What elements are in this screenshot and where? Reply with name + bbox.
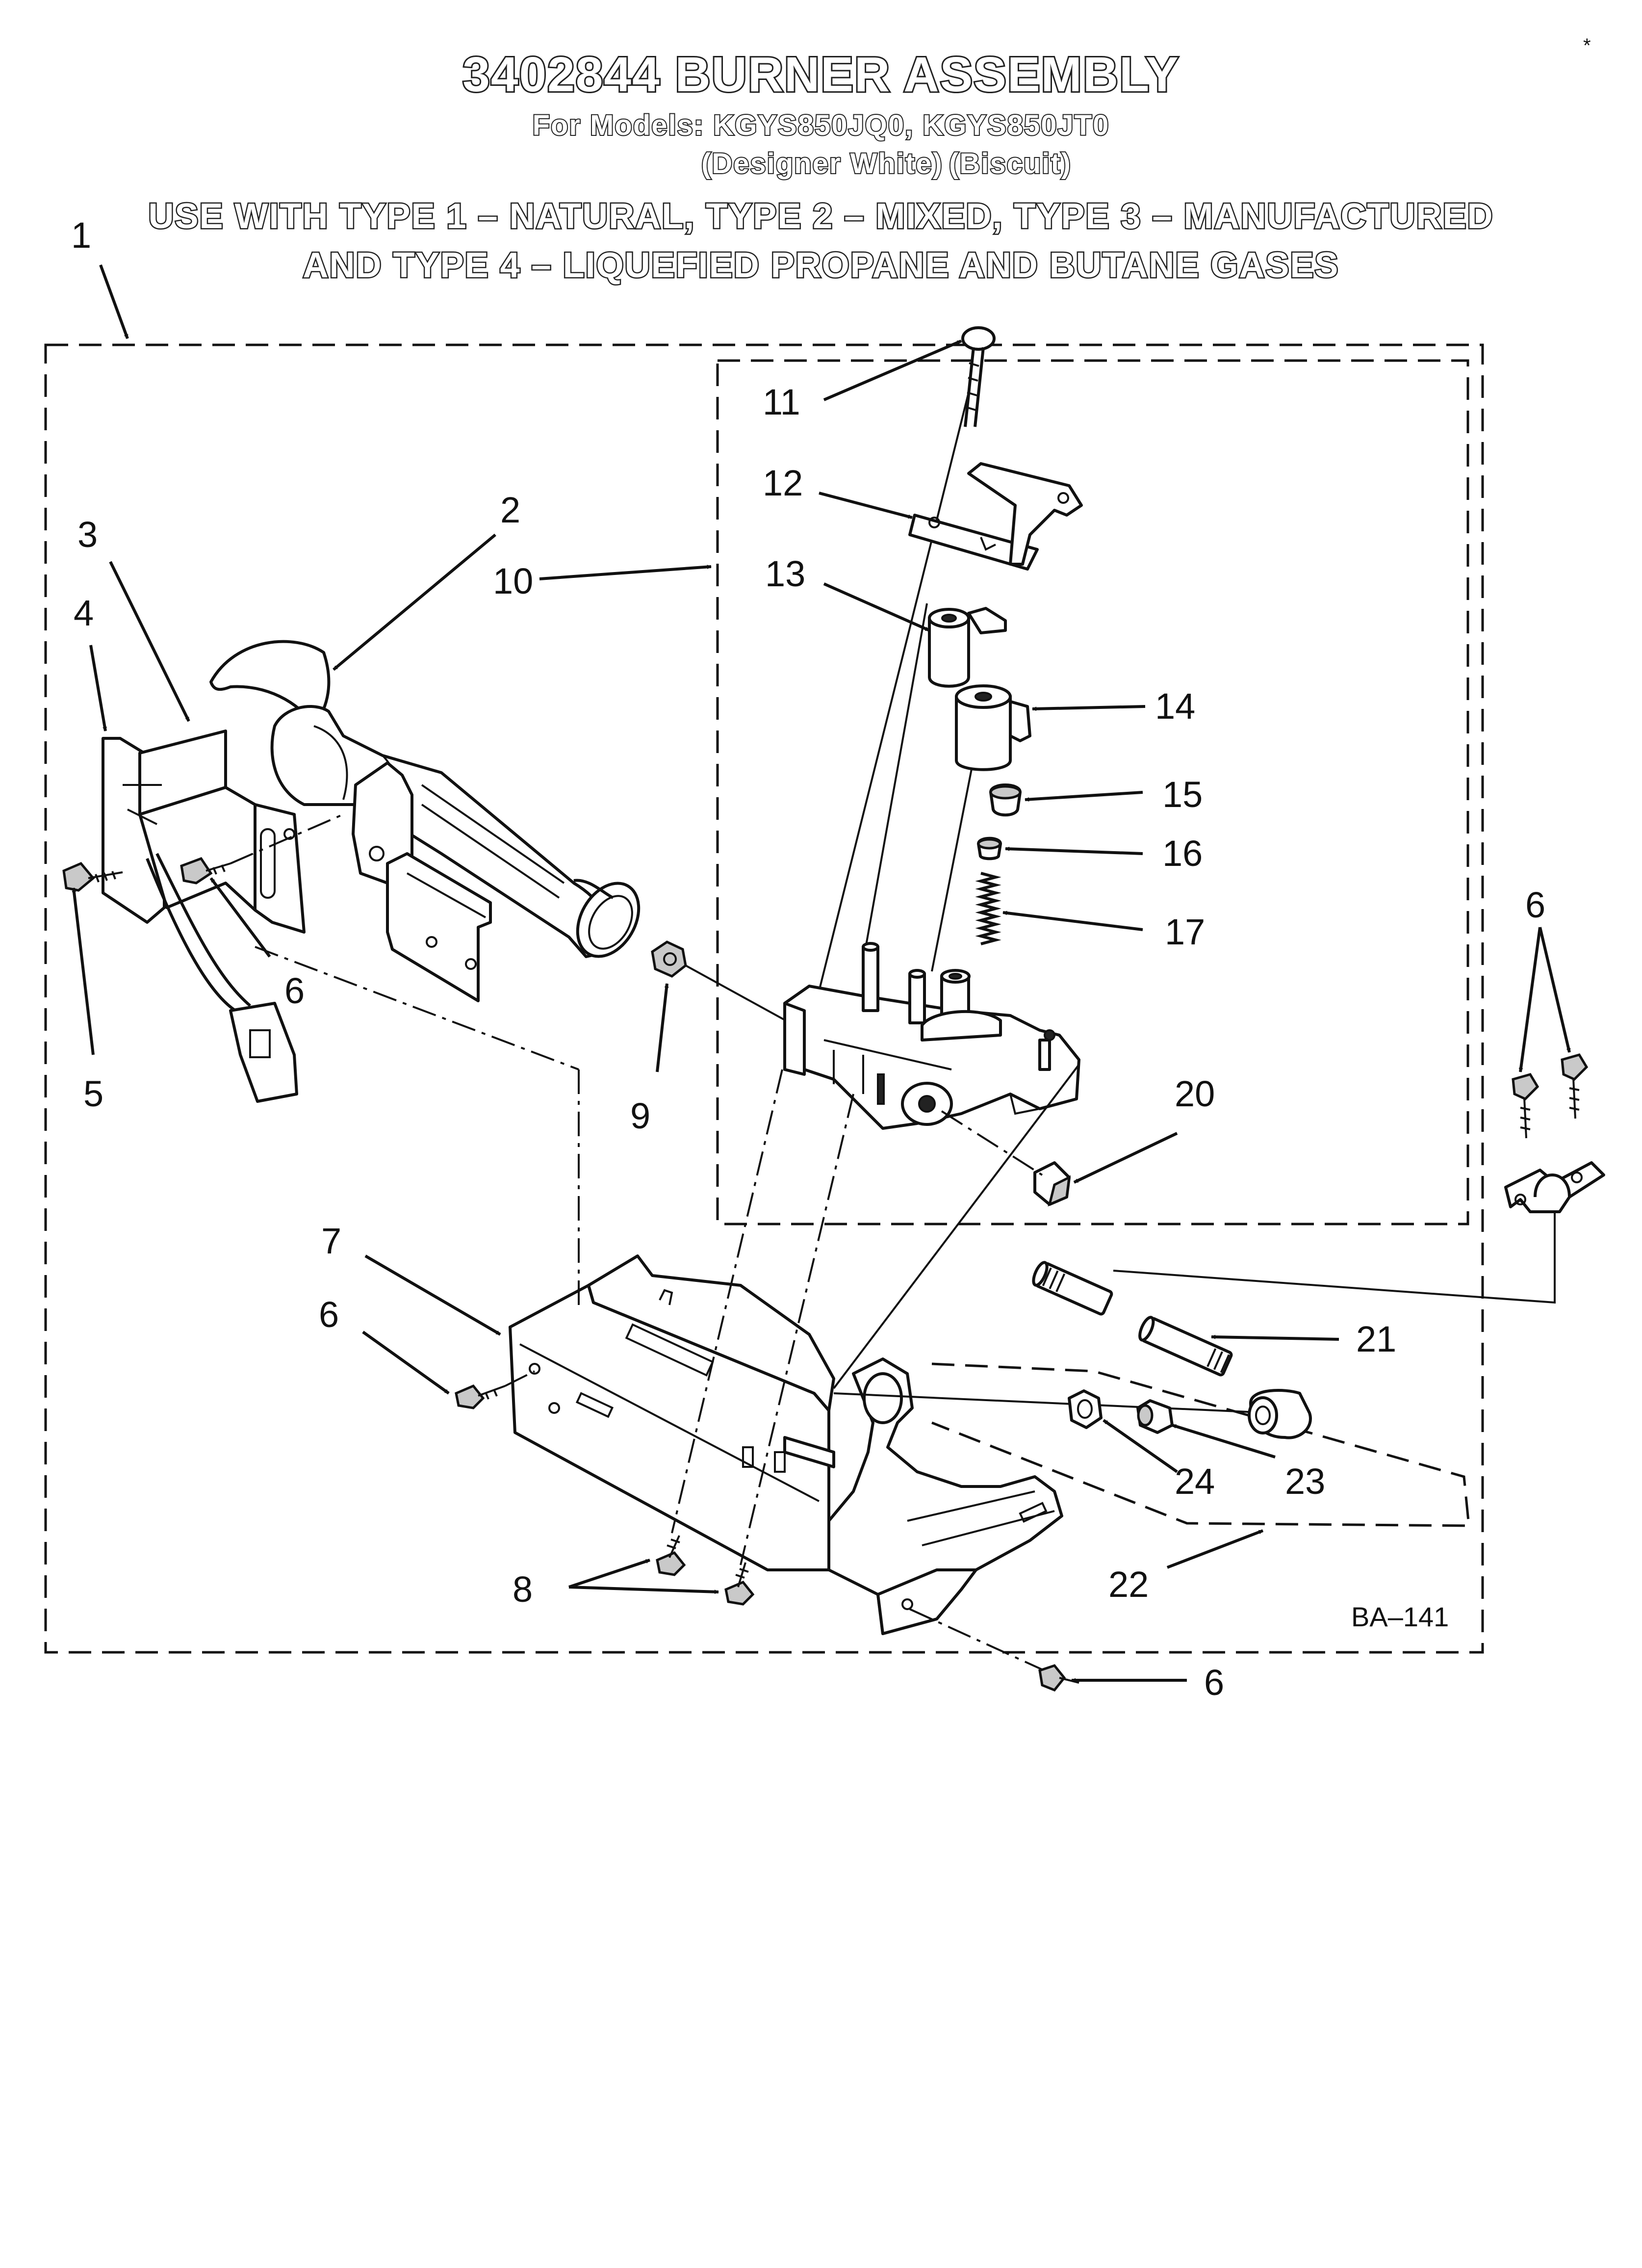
igniter-bracket [102,730,306,1103]
callout-4: 4 [74,593,94,633]
inlet-fitting-20 [1033,1161,1071,1207]
gas-type-line-1: USE WITH TYPE 1 – NATURAL, TYPE 2 – MIXE… [147,196,1494,237]
color-designer-white: (Designer White) [700,147,943,181]
nut-24 [1068,1389,1103,1429]
screw-6-bracket-left [455,1384,506,1409]
callout-10: 10 [493,561,533,601]
heat-shield [386,852,492,1002]
orifice-nut-9 [651,940,687,978]
gas-type-line-2: AND TYPE 4 – LIQUEFIED PROPANE AND BUTAN… [302,245,1339,287]
callout-15: 15 [1162,774,1203,815]
figure-code: BA–141 [1351,1601,1449,1632]
plunger-16 [977,836,1002,860]
pipe-clamp [1504,1161,1605,1213]
callout-5: 5 [83,1073,103,1114]
valve-assembly-boundary [716,359,1469,1225]
screw-6-clamp-right [1561,1053,1589,1119]
callout-6-bracket: 6 [284,970,305,1011]
callout-3: 3 [77,514,98,555]
valve-bracket-22 [827,1357,1063,1635]
callout-22: 22 [1108,1564,1149,1605]
callout-8: 8 [513,1569,533,1610]
callout-7: 7 [321,1221,341,1261]
callout-1: 1 [71,215,91,256]
callout-21: 21 [1356,1319,1396,1359]
callout-16: 16 [1162,833,1203,874]
callout-2: 2 [500,490,520,530]
color-biscuit: (Biscuit) [948,147,1072,181]
assembly-boundary [44,343,1484,1654]
screw-6-bottom [1038,1664,1079,1692]
callout-6-bottom: 6 [1204,1662,1224,1703]
gas-valve-assembly [783,326,1083,1207]
corner-mark: * [1583,35,1591,56]
orifice-23 [1136,1399,1174,1434]
callout-24: 24 [1175,1461,1215,1502]
elbow-fitting [1248,1389,1312,1439]
screw-8-left [656,1535,686,1576]
screw-5 [62,861,123,892]
valve-cap-15 [989,783,1022,817]
burner-bracket-7 [509,1254,835,1571]
callout-20: 20 [1175,1073,1215,1114]
pipe-nipple-21 [1032,1261,1233,1377]
solenoid-coil-14 [955,684,1031,771]
spring-17 [975,872,1001,945]
solenoid-coil-13 [928,607,1007,688]
callout-14: 14 [1155,686,1195,727]
screw-6-clamp-left [1512,1073,1539,1139]
callout-6-clamp: 6 [1525,885,1545,925]
valve-body [783,942,1080,1130]
callout-23: 23 [1285,1461,1325,1502]
callout-9: 9 [630,1095,650,1136]
page-title: 3402844 BURNER ASSEMBLY [461,46,1180,104]
leader-arrows [72,264,1571,1683]
callout-13: 13 [765,553,805,594]
screw-11 [961,326,996,427]
callout-11: 11 [763,382,800,422]
callout-12: 12 [763,463,803,503]
screw-6-bracket [180,857,231,885]
callout-6-left: 6 [319,1294,339,1335]
screw-8-right [724,1562,755,1606]
models-line: For Models: KGYS850JQ0, KGYS850JT0 [532,108,1110,142]
callout-17: 17 [1165,912,1205,952]
burner-tube [209,640,641,958]
coil-bracket-12 [908,462,1083,571]
